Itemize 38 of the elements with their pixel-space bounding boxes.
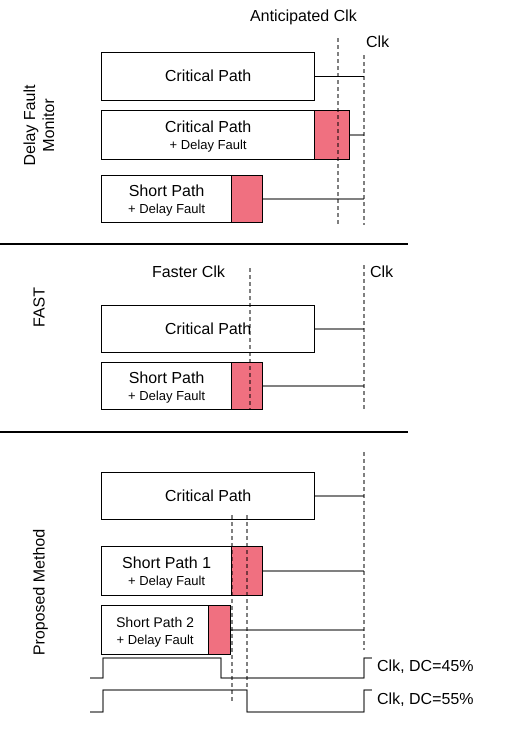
clk-label: Anticipated Clk (250, 8, 357, 26)
clk-label: Faster Clk (152, 264, 225, 282)
path-box (101, 472, 315, 520)
signal-wire (262, 198, 364, 200)
clk-label: Clk (370, 264, 394, 282)
path-box (101, 52, 315, 101)
path-name: Critical Path (164, 320, 252, 338)
path-name: Short Path (128, 368, 204, 388)
clk-label: Clk (366, 34, 390, 52)
clock-waveform (90, 658, 372, 678)
path-box (101, 110, 350, 160)
signal-wire (314, 76, 364, 77)
fault-note: + Delay Fault (116, 632, 194, 648)
fault-note: + Delay Fault (170, 136, 246, 152)
path-name: Short Path 1 (122, 554, 211, 572)
path-box (101, 175, 263, 223)
path-name: Short Path (128, 182, 204, 200)
path-box (101, 605, 231, 655)
clock-edge-line (246, 514, 248, 712)
clock-waveform (90, 690, 372, 712)
section-title: Delay Fault Monitor (21, 84, 59, 168)
path-box (101, 362, 263, 410)
path-box (101, 305, 315, 353)
signal-wire (314, 328, 364, 330)
signal-wire (350, 134, 364, 136)
path-name: Critical Path (164, 118, 252, 136)
path-box (101, 546, 263, 596)
section-title: Proposed Method (30, 528, 50, 658)
fault-note: + Delay Fault (128, 388, 205, 404)
section-title: FAST (30, 286, 50, 330)
clk-label: Clk, DC=45% (377, 658, 474, 676)
fault-note: + Delay Fault (128, 200, 205, 216)
path-name: Critical Path (164, 486, 252, 506)
clk-label: Clk, DC=55% (377, 691, 474, 709)
fault-note: + Delay Fault (128, 572, 205, 588)
path-name: Critical Path (164, 67, 252, 86)
path-name: Short Path 2 (116, 612, 194, 632)
signal-wire (262, 570, 364, 572)
